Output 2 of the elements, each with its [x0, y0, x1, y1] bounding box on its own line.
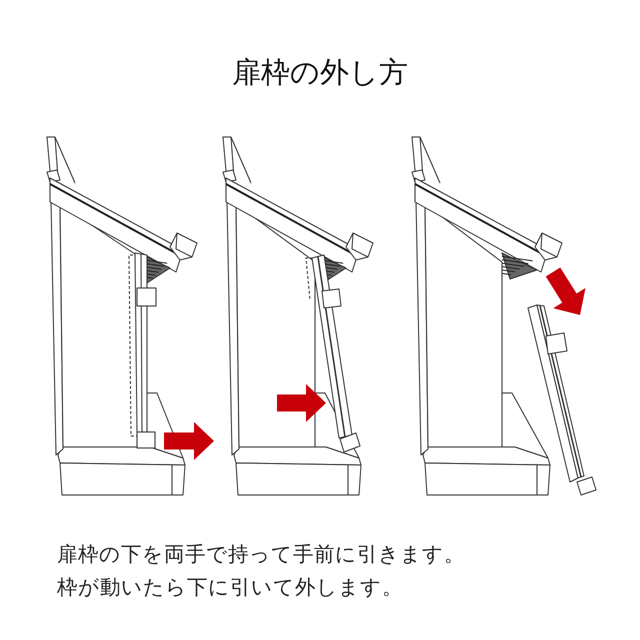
- caption-text: 扉枠の下を両手で持って手前に引きます。枠が動いたら下に引いて外します。: [57, 541, 466, 601]
- title-heading: 扉枠の外し方: [232, 55, 408, 89]
